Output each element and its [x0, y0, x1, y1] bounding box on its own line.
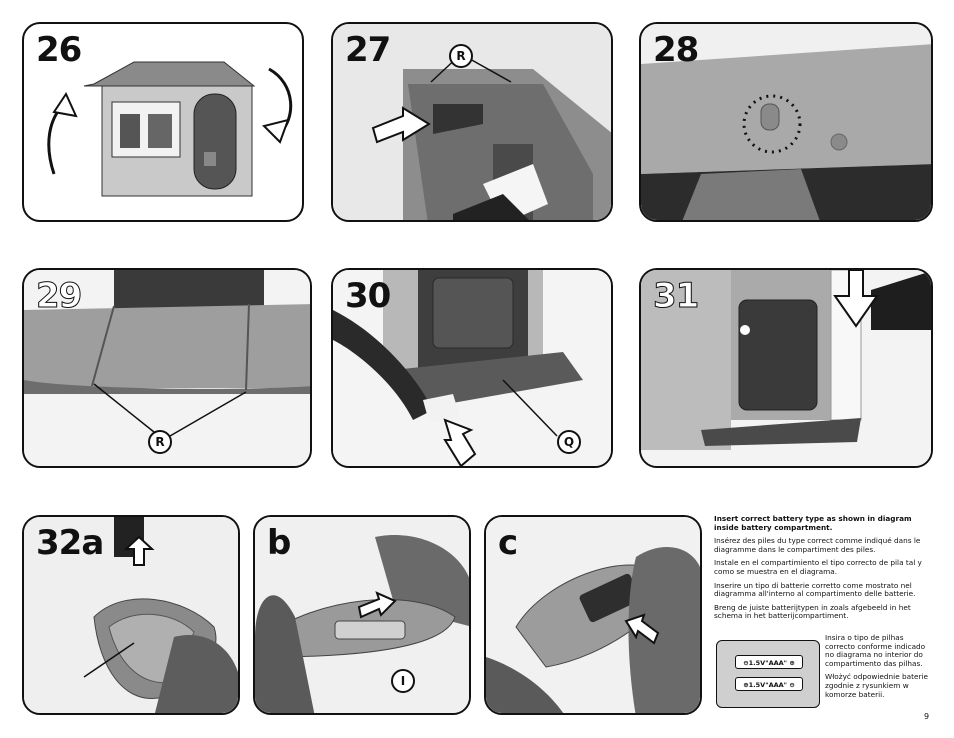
- roof-hinge-photo: [333, 24, 611, 220]
- step-number: 30: [345, 276, 391, 316]
- step-number: c: [498, 523, 518, 563]
- instruction-nl: Breng de juiste batterijtypen in zoals a…: [714, 602, 911, 621]
- step-number: 26: [36, 30, 82, 70]
- step-number: 28: [653, 30, 699, 70]
- door-frame-photo: [641, 270, 931, 466]
- battery-cell: ⊕1.5V"AAA" ⊖: [735, 677, 803, 691]
- step-32a-panel: 32a: [22, 515, 240, 715]
- instruction-pt: Insira o tipo de pilhas correcto conform…: [825, 633, 926, 668]
- playhouse-illustration: [47, 61, 293, 197]
- callout-i: I: [391, 669, 415, 693]
- page-number: 9: [924, 712, 930, 721]
- step-30-panel: 30 Q: [331, 268, 613, 468]
- instruction-pl: Włożyć odpowiednie baterie zgodnie z rys…: [825, 672, 928, 699]
- battery-cell: ⊖1.5V"AAA" ⊕: [735, 655, 803, 669]
- step-number: 27: [345, 30, 391, 70]
- step-26-panel: 26: [22, 22, 304, 222]
- battery-diagram: ⊖1.5V"AAA" ⊕ ⊕1.5V"AAA" ⊖: [716, 640, 820, 708]
- step-28-panel: 28: [639, 22, 933, 222]
- callout-q: Q: [557, 430, 581, 454]
- step-number: b: [267, 523, 291, 563]
- callout-r: R: [148, 430, 172, 454]
- instruction-fr: Insérez des piles du type correct comme …: [714, 536, 921, 554]
- instruction-en: Insert correct battery type as shown in …: [714, 514, 912, 532]
- step-31-panel: 31: [639, 268, 933, 468]
- callout-r: R: [449, 44, 473, 68]
- hinge-closeup-photo: [641, 24, 931, 220]
- step-number: 29: [35, 276, 82, 317]
- battery-insert-photo: [486, 517, 700, 713]
- remote-open-photo: [255, 517, 469, 713]
- instruction-it: Inserire un tipo di batterie corretto co…: [714, 580, 916, 599]
- step-c-panel: c: [484, 515, 702, 715]
- step-27-panel: 27 R: [331, 22, 613, 222]
- battery-instructions-extra: Insira o tipo de pilhas correcto conform…: [825, 633, 935, 704]
- instruction-es: Instale en el compartimiento el tipo cor…: [714, 558, 922, 576]
- battery-instructions: Insert correct battery type as shown in …: [714, 514, 936, 626]
- step-b-panel: b I: [253, 515, 471, 715]
- step-number: 31: [652, 276, 699, 317]
- step-number: 32a: [36, 523, 104, 563]
- step-29-panel: 29 R: [22, 268, 312, 468]
- remote-screw-photo: [24, 517, 238, 713]
